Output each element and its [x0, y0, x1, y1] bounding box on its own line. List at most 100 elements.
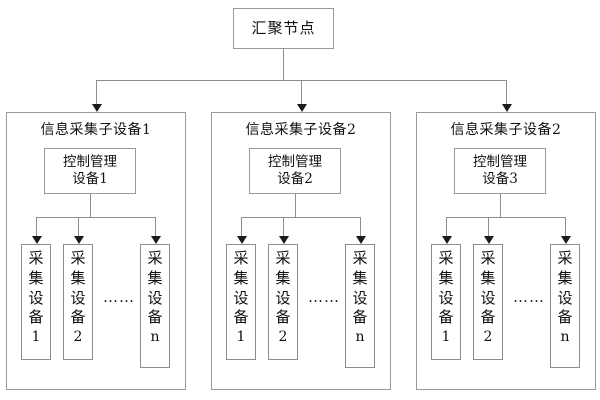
leaf-char-2-1-4: 备 [233, 308, 249, 327]
leaf-char-3-3-4: 备 [557, 308, 573, 327]
leaf-index-2-3: n [355, 329, 365, 346]
leaf-char-1-1-1: 采 [28, 249, 44, 267]
leaf-char-2-1-3: 设 [233, 288, 249, 307]
control-connector-bus-2 [241, 217, 360, 218]
root-connector-drop-3 [506, 80, 507, 104]
leaf-index-3-2: 2 [483, 329, 493, 346]
leaf-char-3-2-2: 集 [480, 268, 496, 287]
control-connector-arrow-2-1 [237, 236, 247, 244]
leaf-char-2-2-4: 备 [275, 308, 291, 327]
leaf-char-3-3-3: 设 [557, 288, 573, 307]
leaf-char-2-3-1: 采 [352, 249, 368, 267]
leaf-char-1-2-3: 设 [70, 288, 86, 307]
control-box-1: 控制管理设备1 [44, 148, 136, 194]
leaf-char-3-3-1: 采 [557, 249, 573, 267]
control-connector-arrow-2-2 [279, 236, 289, 244]
control-box-line1-1: 控制管理 [63, 154, 117, 171]
leaf-char-3-2-3: 设 [480, 288, 496, 307]
control-connector-drop-1-1 [36, 217, 37, 236]
leaf-index-1-1: 1 [31, 329, 41, 346]
control-connector-drop-2-3 [360, 217, 361, 236]
leaf-ellipsis-1: …… [103, 288, 135, 306]
root-connector-drop-2 [301, 80, 302, 104]
root-node-aggregation: 汇聚节点 [233, 8, 334, 49]
leaf-char-1-1-2: 集 [28, 268, 44, 287]
leaf-box-1-2: 采集设备 2 [63, 244, 93, 360]
leaf-char-3-2-4: 备 [480, 308, 496, 327]
control-connector-drop-1-3 [155, 217, 156, 236]
root-connector-arrow-1 [92, 104, 102, 112]
root-node-label: 汇聚节点 [251, 18, 316, 37]
leaf-index-1-3: n [150, 329, 160, 346]
control-connector-stem-1 [90, 194, 91, 217]
root-connector-arrow-3 [502, 104, 512, 112]
leaf-char-2-2-3: 设 [275, 288, 291, 307]
leaf-char-3-1-4: 备 [438, 308, 454, 327]
control-box-line1-3: 控制管理 [473, 154, 527, 171]
control-connector-stem-2 [295, 194, 296, 217]
leaf-char-1-3-4: 备 [147, 308, 163, 327]
leaf-char-2-2-1: 采 [275, 249, 291, 267]
root-connector-drop-1 [96, 80, 97, 104]
leaf-char-1-2-4: 备 [70, 308, 86, 327]
leaf-char-2-1-1: 采 [233, 249, 249, 267]
leaf-char-2-3-4: 备 [352, 308, 368, 327]
control-connector-stem-3 [500, 194, 501, 217]
leaf-char-3-3-2: 集 [557, 268, 573, 287]
leaf-ellipsis-2: …… [308, 288, 340, 306]
leaf-index-2-1: 1 [236, 329, 246, 346]
group-title-2: 信息采集子设备2 [245, 122, 357, 138]
control-connector-drop-3-3 [565, 217, 566, 236]
control-connector-arrow-1-2 [74, 236, 84, 244]
leaf-char-1-3-1: 采 [147, 249, 163, 267]
root-connector-arrow-2 [297, 104, 307, 112]
leaf-char-1-3-2: 集 [147, 268, 163, 287]
leaf-char-1-2-2: 集 [70, 268, 86, 287]
control-connector-bus-1 [36, 217, 155, 218]
leaf-char-3-1-1: 采 [438, 249, 454, 267]
group-title-3: 信息采集子设备2 [450, 122, 562, 138]
control-connector-drop-3-1 [446, 217, 447, 236]
leaf-char-3-2-1: 采 [480, 249, 496, 267]
control-connector-drop-1-2 [78, 217, 79, 236]
control-connector-arrow-3-2 [484, 236, 494, 244]
control-box-3: 控制管理设备3 [454, 148, 546, 194]
control-box-line2-3: 设备3 [482, 171, 518, 187]
control-box-line2-2: 设备2 [277, 171, 313, 187]
leaf-char-3-1-3: 设 [438, 288, 454, 307]
leaf-box-2-2: 采集设备 2 [268, 244, 298, 360]
leaf-ellipsis-3: …… [513, 288, 545, 306]
leaf-char-2-3-2: 集 [352, 268, 368, 287]
control-connector-arrow-1-3 [151, 236, 161, 244]
leaf-char-1-1-3: 设 [28, 288, 44, 307]
control-connector-drop-2-1 [241, 217, 242, 236]
leaf-index-3-3: n [560, 329, 570, 346]
leaf-index-2-2: 2 [278, 329, 288, 346]
control-box-text-2: 控制管理设备2 [268, 154, 322, 188]
control-connector-arrow-3-1 [442, 236, 452, 244]
control-connector-arrow-2-3 [356, 236, 366, 244]
control-box-text-3: 控制管理设备3 [473, 154, 527, 188]
control-box-line1-2: 控制管理 [268, 154, 322, 171]
leaf-char-1-3-3: 设 [147, 288, 163, 307]
leaf-char-1-2-1: 采 [70, 249, 86, 267]
control-box-text-1: 控制管理设备1 [63, 154, 117, 188]
leaf-char-2-2-2: 集 [275, 268, 291, 287]
control-connector-drop-3-2 [488, 217, 489, 236]
leaf-char-3-1-2: 集 [438, 268, 454, 287]
leaf-index-1-2: 2 [73, 329, 83, 346]
root-connector-stem [283, 49, 284, 80]
control-connector-arrow-3-3 [561, 236, 571, 244]
control-connector-bus-3 [446, 217, 565, 218]
leaf-char-2-1-2: 集 [233, 268, 249, 287]
leaf-box-3-2: 采集设备 2 [473, 244, 503, 360]
